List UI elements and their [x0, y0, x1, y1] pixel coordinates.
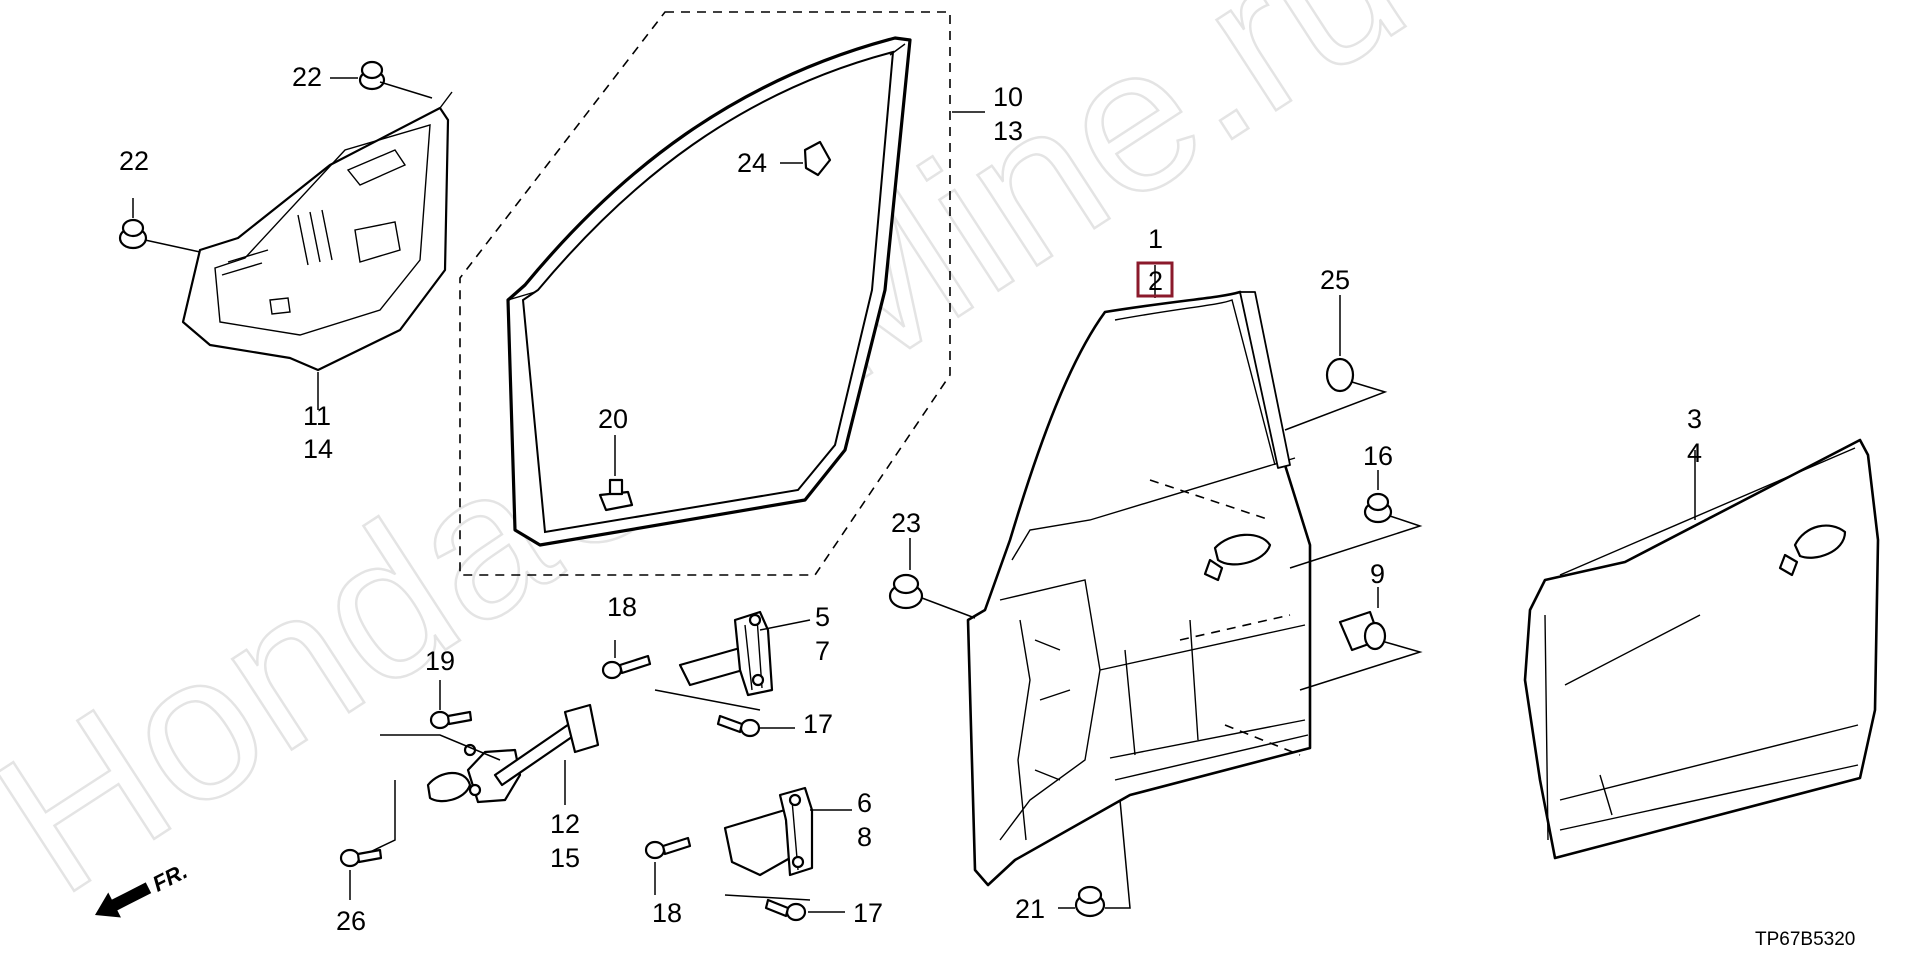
callout-22: 22 — [119, 146, 149, 176]
callout-2: 2 — [1148, 266, 1163, 296]
callout-20: 20 — [598, 404, 628, 434]
diagram-code: TP67B5320 — [1755, 929, 1855, 950]
door-weatherstrip[interactable] — [506, 36, 912, 547]
callout-23: 23 — [891, 508, 921, 538]
lower-hinge[interactable] — [723, 786, 814, 877]
callout-18: 18 — [652, 898, 682, 928]
plug-25[interactable] — [1325, 357, 1355, 393]
callout-4: 4 — [1687, 438, 1702, 468]
bolt-18-lower[interactable] — [644, 836, 692, 860]
bolt-26[interactable] — [339, 848, 383, 868]
stopper-9[interactable] — [1338, 610, 1387, 652]
callouts: 22 22 11 14 10 13 24 20 1 2 25 3 4 16 9 … — [119, 62, 1702, 936]
bolt-18-upper[interactable] — [601, 654, 652, 680]
callout-24: 24 — [737, 148, 767, 178]
callout-26: 26 — [336, 906, 366, 936]
callout-25: 25 — [1320, 265, 1350, 295]
callout-9: 9 — [1370, 559, 1385, 589]
grommet-21[interactable] — [1074, 885, 1106, 918]
callout-18: 18 — [607, 592, 637, 622]
callout-8: 8 — [857, 822, 872, 852]
callout-3: 3 — [1687, 404, 1702, 434]
callout-5: 5 — [815, 602, 830, 632]
upper-hinge[interactable] — [678, 610, 774, 697]
callout-11: 11 — [303, 401, 331, 431]
callout-16: 16 — [1363, 441, 1393, 471]
clip-20[interactable] — [598, 478, 634, 512]
callout-2-highlight — [1136, 261, 1174, 298]
callout-17: 17 — [803, 709, 833, 739]
nut-22-top[interactable] — [358, 60, 386, 91]
bumper-16[interactable] — [1363, 492, 1393, 524]
front-door-panel[interactable] — [966, 290, 1312, 887]
door-inner-cover[interactable] — [181, 91, 453, 372]
clip-24[interactable] — [803, 140, 832, 177]
callout-10: 10 — [993, 82, 1023, 112]
door-check[interactable] — [426, 703, 600, 804]
callout-7: 7 — [815, 636, 830, 666]
callout-19: 19 — [425, 646, 455, 676]
weatherstrip-dashed-frame — [459, 11, 951, 576]
door-outer-skin[interactable] — [1523, 438, 1880, 860]
callout-12: 12 — [550, 809, 580, 839]
callout-21: 21 — [1015, 894, 1045, 924]
callout-22: 22 — [292, 62, 322, 92]
bolt-17-upper[interactable] — [716, 714, 761, 738]
callout-17: 17 — [853, 898, 883, 928]
arrow-icon — [95, 882, 152, 918]
grommet-23[interactable] — [888, 573, 924, 610]
leader-lines — [132, 77, 1696, 913]
bolt-19[interactable] — [429, 710, 473, 730]
bolt-17-lower[interactable] — [764, 898, 807, 922]
callout-15: 15 — [550, 843, 580, 873]
callout-13: 13 — [993, 116, 1023, 146]
callout-1: 1 — [1148, 224, 1163, 254]
door-dashed-guides — [1149, 479, 1301, 756]
callout-6: 6 — [857, 788, 872, 818]
nut-22-left[interactable] — [118, 218, 148, 250]
callout-14: 14 — [303, 434, 333, 464]
